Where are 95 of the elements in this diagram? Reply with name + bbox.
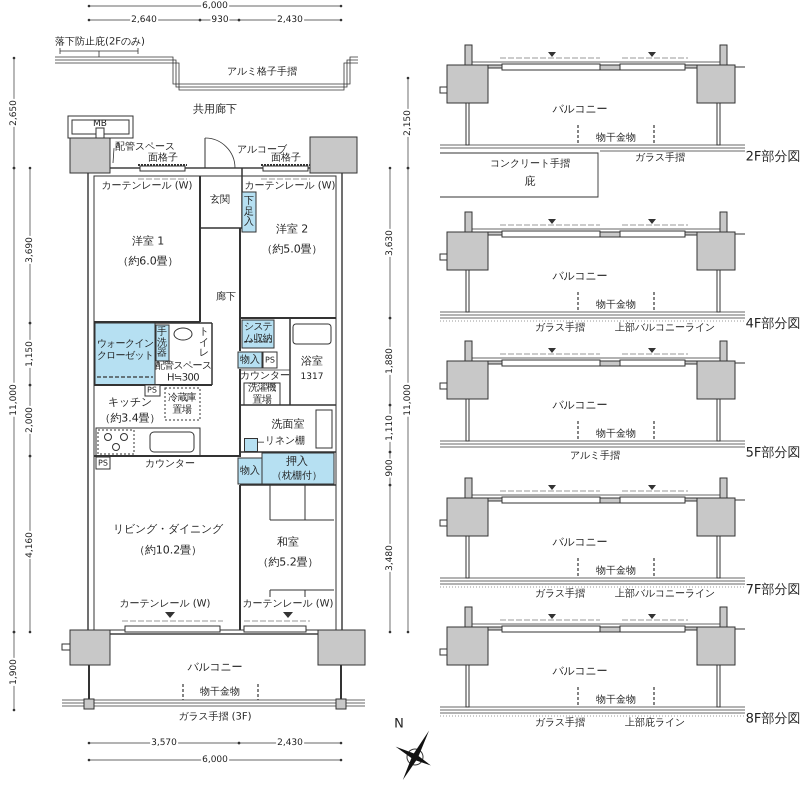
room-name: トイレ <box>198 327 210 359</box>
room-name: 洋室 2 <box>274 224 310 236</box>
dimension-label: 2,430 <box>276 14 304 26</box>
dimension-label: 4,160 <box>24 531 36 559</box>
part-label: 配管スペース <box>114 141 176 153</box>
part-label: 落下防止庇(2Fのみ) <box>54 36 146 48</box>
part-label: 手洗器 <box>156 327 168 359</box>
dimension-label: 2,150 <box>402 109 414 137</box>
part-label: 物干金物 <box>595 132 637 144</box>
dimension-label: 3,570 <box>150 738 178 748</box>
part-label: 物干金物 <box>595 428 637 440</box>
part-label: 1317 <box>300 372 324 382</box>
room-name: 廊下 <box>215 291 237 303</box>
part-label: カウンター <box>144 458 196 470</box>
dimension-label: 3,630 <box>384 229 396 257</box>
part-label: 上部庇ライン <box>624 717 686 729</box>
section-title: 5F部分図 <box>744 446 800 462</box>
part-label: 配管スペース H≒300 <box>154 360 212 384</box>
room-name: （約5.0畳） <box>260 244 324 256</box>
dimension-label: 1,880 <box>384 347 396 375</box>
room-name: （約6.0畳） <box>116 256 180 268</box>
part-label: PS <box>146 385 158 395</box>
room-name: 共用廊下 <box>192 104 238 116</box>
room-name: 浴室 <box>300 356 324 368</box>
part-label: カーテンレール (W) <box>242 598 334 610</box>
part-label: 面格子 <box>147 152 179 164</box>
part-label: カウンター <box>239 370 291 382</box>
room-name: バルコニー <box>552 400 608 412</box>
part-label: ガラス手摺 (3F) <box>177 711 253 723</box>
room-name: バルコニー <box>186 662 244 674</box>
part-label: MB <box>92 118 108 130</box>
part-label: 物干金物 <box>595 694 637 706</box>
room-name: キッチン <box>107 396 153 410</box>
room-name: 和室 <box>276 536 300 550</box>
part-label: ガラス手摺 <box>534 588 586 600</box>
room-name: 洋室 1 <box>130 236 166 248</box>
part-label: 上部バルコニーライン <box>614 322 716 334</box>
dimension-label: 1,900 <box>8 658 20 686</box>
part-label: 上部バルコニーライン <box>614 588 716 600</box>
part-label: アルミ格子手摺 <box>226 66 298 78</box>
dimension-label: 6,000 <box>201 754 229 766</box>
part-label: ガラス手摺 <box>634 152 686 164</box>
part-label: ガラス手摺 <box>534 717 586 729</box>
part-label: 洗濯機置場 <box>246 382 278 406</box>
part-label: PS <box>264 355 276 365</box>
room-name: （約5.2畳） <box>256 556 320 570</box>
part-label: 物入 <box>239 465 261 477</box>
dimension-label: 3,480 <box>384 544 396 572</box>
section-title: 2F部分図 <box>744 150 800 166</box>
part-label: システム収納 <box>242 322 274 344</box>
part-label: （枕棚付） <box>271 470 323 482</box>
dimension-label: 11,000 <box>402 383 414 417</box>
part-label: 物干金物 <box>595 299 637 311</box>
room-name: 洗面室 <box>270 418 306 432</box>
part-label: カーテンレール (W) <box>118 598 212 610</box>
section-title: 7F部分図 <box>744 584 800 598</box>
part-label: ウォークインクローゼット <box>96 338 154 362</box>
dimension-label: 11,000 <box>8 383 20 417</box>
dimension-label: 6,000 <box>201 0 229 12</box>
room-name: （約10.2畳） <box>132 544 204 558</box>
dimension-label: 2,650 <box>8 99 20 127</box>
part-label: カーテンレール (W) <box>244 180 336 192</box>
part-label: コンクリート手摺 <box>489 158 571 170</box>
leader-line <box>112 148 114 164</box>
part-label: PS <box>97 458 109 468</box>
room-name: リビング・ダイニング <box>112 524 224 536</box>
section-title: 8F部分図 <box>744 712 800 728</box>
north-label: N <box>393 718 405 732</box>
room-name: バルコニー <box>552 666 608 678</box>
dimension-label: 3,690 <box>24 236 36 264</box>
dimension-label: 2,430 <box>276 738 304 748</box>
room-name: バルコニー <box>552 536 608 550</box>
dimension-label: 2,640 <box>130 14 158 26</box>
section-title: 4F部分図 <box>744 318 800 332</box>
room-name: バルコニー <box>552 270 608 284</box>
shelf-box <box>244 438 258 452</box>
part-label: ガラス手摺 <box>534 322 586 334</box>
room-name: 押入 <box>285 456 309 468</box>
part-label: カーテンレール (W) <box>100 180 194 192</box>
part-label: リネン棚 <box>264 435 306 447</box>
dimension-label: 2,000 <box>24 406 36 434</box>
room-name: （約3.4畳） <box>98 412 162 426</box>
part-label: 物干金物 <box>595 565 637 577</box>
dimension-label: 1,110 <box>384 414 396 442</box>
part-label: 物干金物 <box>199 686 241 698</box>
room-name: 庇 <box>524 176 536 188</box>
dimension-label: 1,150 <box>24 340 36 368</box>
dimension-label: 930 <box>210 14 230 26</box>
part-label: アルミ手摺 <box>569 450 621 462</box>
part-label: 下足入 <box>243 196 255 228</box>
dimension-label: 900 <box>384 458 396 478</box>
room-name: 玄関 <box>209 194 231 206</box>
part-label: 冷蔵庫置場 <box>166 392 198 416</box>
part-label: 物入 <box>239 354 261 366</box>
room-name: バルコニー <box>552 104 608 116</box>
